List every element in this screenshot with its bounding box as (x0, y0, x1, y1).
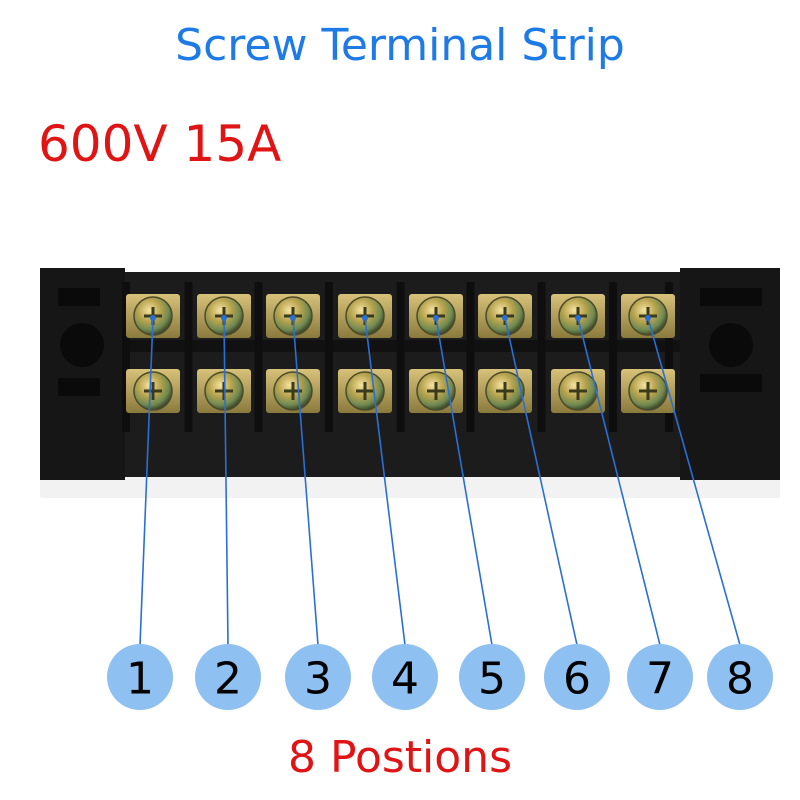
positions-caption: 8 Postions (288, 732, 512, 783)
divider-wall (396, 282, 405, 432)
leader-line (139, 317, 154, 646)
leader-line (647, 317, 741, 646)
leader-line (364, 317, 406, 646)
terminal-screw (409, 369, 463, 413)
position-badge-6: 6 (544, 644, 610, 710)
position-badge-5: 5 (459, 644, 525, 710)
divider-wall (609, 282, 617, 432)
badge-number: 3 (304, 654, 332, 705)
electrical-rating: 600V 15A (38, 115, 282, 173)
badge-number: 8 (726, 654, 754, 705)
terminal-screw (338, 369, 392, 413)
badge-circle (195, 644, 261, 710)
right-end-block (680, 268, 780, 480)
rail-divider (120, 340, 695, 352)
badge-circle (107, 644, 173, 710)
divider-wall (122, 282, 130, 432)
leader-lines (139, 315, 741, 646)
leader-line (292, 317, 319, 646)
badge-circle (372, 644, 438, 710)
leader-dot (433, 315, 439, 321)
divider-wall (665, 282, 673, 432)
leader-dot (502, 315, 508, 321)
terminal-screw (551, 369, 605, 413)
terminal-dividers (122, 282, 673, 432)
leader-dot (150, 315, 156, 321)
terminal-screw (197, 369, 251, 413)
position-badge-8: 8 (707, 644, 773, 710)
badge-circle (544, 644, 610, 710)
position-badges: 1 2 3 4 5 6 7 8 (107, 644, 773, 710)
leader-dot (645, 315, 651, 321)
divider-wall (537, 282, 546, 432)
leader-dot (221, 315, 227, 321)
leader-line (577, 317, 661, 646)
badge-number: 6 (563, 654, 591, 705)
badge-number: 4 (391, 654, 419, 705)
badge-circle (459, 644, 525, 710)
terminal-screw (478, 369, 532, 413)
position-badge-1: 1 (107, 644, 173, 710)
terminal-screw (266, 369, 320, 413)
badge-number: 5 (478, 654, 506, 705)
terminal-screw (621, 369, 675, 413)
leader-line (223, 317, 229, 646)
leader-dot (290, 315, 296, 321)
badge-number: 7 (646, 654, 674, 705)
position-badge-7: 7 (627, 644, 693, 710)
badge-number: 1 (126, 654, 154, 705)
position-badge-4: 4 (372, 644, 438, 710)
leader-dot (575, 315, 581, 321)
leader-line (435, 317, 493, 646)
position-badge-2: 2 (195, 644, 261, 710)
divider-wall (184, 282, 193, 432)
badge-number: 2 (214, 654, 242, 705)
terminal-screw (126, 369, 180, 413)
left-end-block (40, 268, 125, 480)
divider-wall (466, 282, 475, 432)
badge-circle (285, 644, 351, 710)
divider-wall (325, 282, 333, 432)
badge-circle (707, 644, 773, 710)
leader-line (504, 317, 578, 646)
badge-circle (627, 644, 693, 710)
leader-dot (362, 315, 368, 321)
position-badge-3: 3 (285, 644, 351, 710)
divider-wall (254, 282, 263, 432)
product-title: Screw Terminal Strip (175, 20, 625, 71)
